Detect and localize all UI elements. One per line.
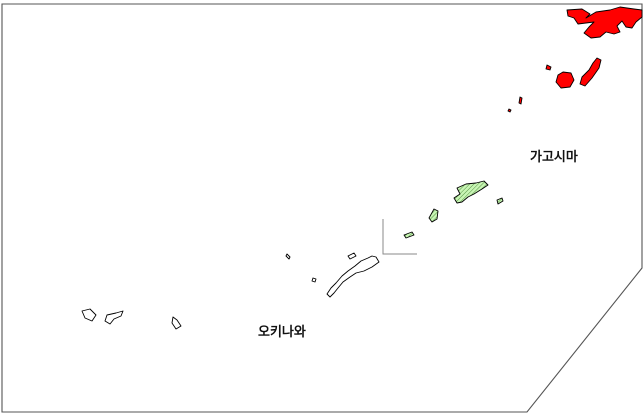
- kagoshima-label: 가고시마: [530, 149, 578, 165]
- okinoerabu-island: [403, 231, 415, 239]
- miyako-island: [171, 316, 182, 330]
- okinawa-label: 오키나와: [258, 324, 306, 340]
- okinawa-islet-west: [311, 277, 317, 283]
- okinawa-region: [81, 252, 380, 330]
- kagoshima-mainland: [566, 6, 643, 39]
- kagoshima-region: [507, 6, 643, 113]
- tokara-islet-1: [518, 96, 523, 105]
- iriomote-island: [81, 308, 97, 322]
- tokunoshima-island: [428, 208, 439, 223]
- inset-divider-line: [382, 219, 417, 255]
- yakushima-island: [555, 71, 575, 89]
- map-frame: [1, 3, 643, 413]
- kikai-island: [496, 197, 504, 205]
- okinawa-main-island: [326, 255, 380, 298]
- tanegashima-island: [579, 57, 602, 87]
- ishigaki-island: [104, 310, 124, 325]
- tokara-islet-2: [507, 108, 512, 113]
- okinawa-islet-north-2: [285, 253, 291, 260]
- kuchinoerabu-island: [545, 64, 552, 71]
- okinawa-islet-north-1: [347, 252, 357, 260]
- amami-oshima-island: [453, 180, 489, 204]
- amami-region: [403, 180, 504, 239]
